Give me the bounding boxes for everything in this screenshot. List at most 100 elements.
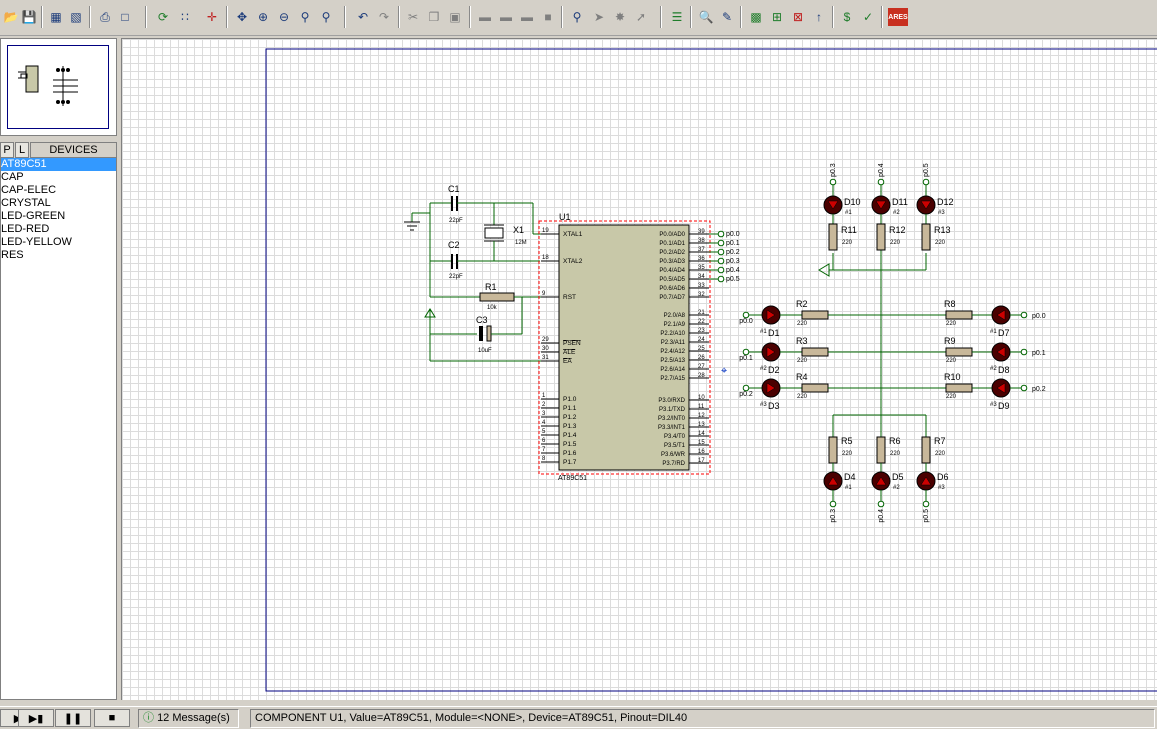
led-subref: #1 [845,485,852,491]
overview-sheet-frame [7,45,109,129]
led-subref: #3 [990,402,997,408]
schematic-canvas[interactable]: C1 22pF C2 22pF X1 12M R1 10k [121,38,1157,700]
mcu-pin-name: P1.5 [563,441,577,448]
mcu-pin-number: 5 [542,429,546,435]
devices-list[interactable]: AT89C51 CAP CAP-ELEC CRYSTAL LED-GREEN L… [0,158,117,700]
port-terminal-pin [717,257,725,265]
package-icon[interactable]: ✸ [614,10,626,24]
device-item-cap-elec[interactable]: CAP-ELEC [1,184,57,196]
cut-icon[interactable]: ✂ [407,10,419,24]
resistor-ref: R11 [841,225,857,235]
print-icon[interactable]: ⎙ [100,10,110,24]
play-button[interactable]: ▶▮ [18,709,54,727]
resistor-body [921,223,931,251]
ares-icon[interactable]: ARES [888,8,908,26]
mcu-pin-name: P0.7/AD7 [659,295,685,301]
electrical-check-icon[interactable]: ✓ [862,10,874,24]
led-ref: D9 [998,401,1010,411]
grid-icon[interactable]: ∷ [181,10,189,24]
device-item-cap[interactable]: CAP [1,171,24,183]
copy-icon[interactable]: ❐ [428,10,440,24]
stop-icon: ■ [108,712,116,724]
property-tool-icon[interactable]: ✎ [721,10,733,24]
led-arrow [766,346,776,358]
wire-autorouter-icon[interactable]: ☰ [671,10,683,24]
pan-icon[interactable]: ✥ [236,10,248,24]
device-item-at89c51[interactable]: AT89C51 [1,158,116,171]
device-item-led-yellow[interactable]: LED-YELLOW [1,236,72,248]
port-terminal-pin [717,266,725,274]
c3-value: 10uF [478,348,492,354]
make-device-icon[interactable]: ➤ [593,10,605,24]
terminal-label: p0.2 [739,391,753,398]
device-item-crystal[interactable]: CRYSTAL [1,197,51,209]
exit-parent-icon[interactable]: ↑ [816,10,822,24]
new-sheet-icon[interactable]: ▩ [750,10,762,24]
toolbar-separator [660,6,662,28]
mcu-pin-name: P0.5/AD5 [659,277,685,283]
terminal-pin [1020,384,1028,392]
export-icon[interactable]: ▧ [70,10,82,24]
block-move-icon[interactable]: ▬ [500,10,512,24]
mcu-pin-name: P0.0/AD0 [659,232,685,238]
r1-value: 10k [487,305,498,311]
pick-device-icon[interactable]: ⚲ [572,10,582,24]
mcu-pin-number: 7 [542,447,546,453]
refresh-icon[interactable]: ⟳ [157,10,169,24]
pause-button[interactable]: ❚❚ [55,709,91,727]
mcu-pin-name: P2.6/A14 [660,367,685,373]
area-icon[interactable]: □ [121,10,129,24]
c3-ref: C3 [476,315,488,325]
decompose-icon[interactable]: ➚ [635,10,647,24]
block-delete-icon[interactable]: ■ [544,10,552,24]
resistor-value: 220 [935,451,946,457]
mcu-pin-name: P3.0/RXD [658,398,685,404]
library-tab[interactable]: L [15,142,29,158]
block-rotate-icon[interactable]: ▬ [521,10,533,24]
resistor-ref: R12 [889,225,906,235]
led-ref: D12 [937,197,954,207]
origin-icon[interactable]: ✛ [206,10,218,24]
search-tag-icon[interactable]: 🔍 [698,10,714,24]
import-icon[interactable]: ▦ [50,10,62,24]
led-subref: #3 [760,402,767,408]
toolbar-separator [89,6,91,28]
resistor-value: 220 [797,358,808,364]
open-icon[interactable]: 📂 [3,10,19,24]
undo-icon[interactable]: ↶ [357,10,369,24]
save-icon[interactable]: 💾 [21,10,37,24]
led-subref: #2 [893,485,900,491]
add-sheet-icon[interactable]: ⊞ [771,10,783,24]
mcu-pin-name: P2.1/A9 [664,322,686,328]
zoom-area-icon[interactable]: ⚲ [321,10,331,24]
overview-window[interactable] [0,38,117,136]
block-copy-icon[interactable]: ▬ [479,10,491,24]
remove-sheet-icon[interactable]: ⊠ [792,10,804,24]
zoom-all-icon[interactable]: ⚲ [300,10,310,24]
port-terminal-label: p0.4 [726,267,740,274]
device-item-led-red[interactable]: LED-RED [1,223,50,235]
port-terminal-label: p0.5 [726,276,740,283]
message-count[interactable]: ⓘ 12 Message(s) [138,709,239,728]
mcu-pin-number: 6 [542,438,546,444]
zoom-out-icon[interactable]: ⊖ [278,10,290,24]
zoom-in-icon[interactable]: ⊕ [257,10,269,24]
mcu-pin-number: 18 [542,255,549,261]
stop-button[interactable]: ■ [94,709,130,727]
paste-icon[interactable]: ▣ [449,10,461,24]
terminal-label: p0.4 [878,509,885,523]
bill-of-materials-icon[interactable]: $ [843,10,851,24]
redo-icon[interactable]: ↷ [378,10,390,24]
device-item-res[interactable]: RES [1,249,24,261]
toolbar-separator [832,6,834,28]
c1-ref: C1 [448,184,460,194]
port-terminals: p0.0p0.1p0.2p0.3p0.4p0.5 [709,230,740,283]
resistor-ref: R10 [944,372,961,382]
device-item-led-green[interactable]: LED-GREEN [1,210,66,222]
led-subref: #1 [760,329,767,335]
mcu-pin-name: P2.5/A13 [660,358,685,364]
pick-devices-tab[interactable]: P [0,142,14,158]
resistor-body [945,347,973,357]
resistor-ref: R2 [796,299,808,309]
